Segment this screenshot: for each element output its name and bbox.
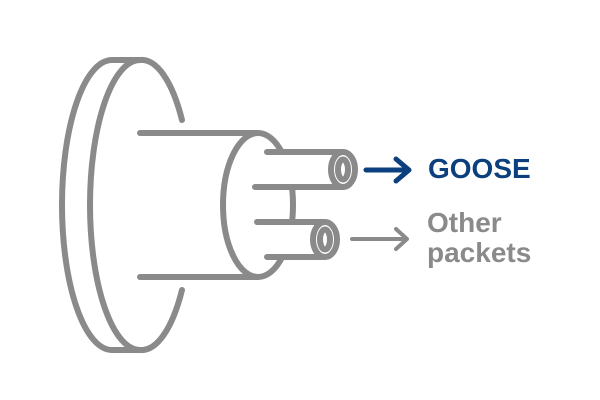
disc-front-edge (87, 57, 143, 353)
other-packets-label: Other packets (427, 208, 531, 268)
other-label-line2: packets (427, 237, 532, 268)
tube-goose (252, 149, 358, 190)
disc-front-arc-top (137, 56, 185, 123)
disc-front-arc-bottom (137, 287, 185, 354)
disc-back-edge (59, 57, 115, 353)
goose-label: GOOSE (428, 153, 531, 184)
tube-other (254, 219, 340, 260)
other-label-line1: Other (427, 207, 502, 238)
arrow-right-icon (363, 156, 412, 184)
arrow-right-icon (350, 227, 409, 251)
